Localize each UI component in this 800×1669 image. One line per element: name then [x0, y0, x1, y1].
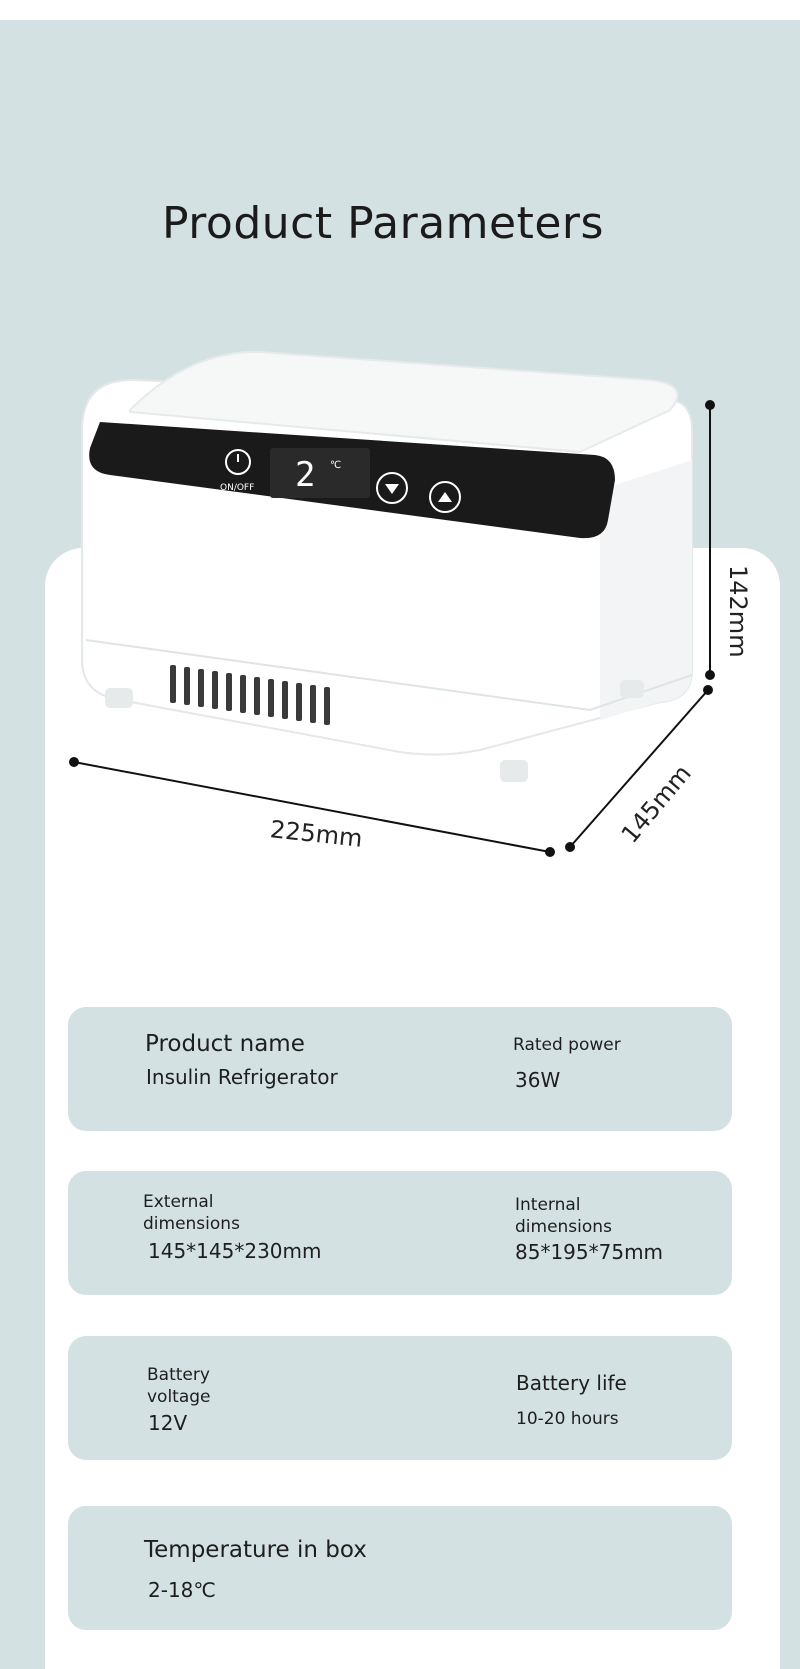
battery-voltage-label-line2: voltage	[147, 1387, 211, 1407]
battery-voltage-label-line1: Battery	[147, 1365, 210, 1385]
height-dimension-label: 142mm	[724, 565, 752, 658]
external-dimensions-value: 145*145*230mm	[148, 1239, 322, 1263]
internal-dimensions-label-line2: dimensions	[515, 1217, 612, 1237]
display-unit: ℃	[330, 460, 341, 471]
temperature-label: Temperature in box	[144, 1537, 367, 1563]
param-card-name-power: Product name Insulin Refrigerator Rated …	[68, 1007, 732, 1131]
rated-power-label: Rated power	[513, 1035, 621, 1055]
power-button[interactable]	[225, 449, 251, 475]
power-label: ON/OFF	[220, 483, 254, 493]
external-dimensions-label-line2: dimensions	[143, 1214, 240, 1234]
rated-power-value: 36W	[515, 1068, 561, 1092]
external-dimensions-label-line1: External	[143, 1192, 214, 1212]
param-card-battery: Battery voltage 12V Battery life 10-20 h…	[68, 1336, 732, 1460]
internal-dimensions-value: 85*195*75mm	[515, 1240, 664, 1264]
down-button[interactable]	[376, 472, 408, 504]
internal-dimensions-label-line1: Internal	[515, 1195, 581, 1215]
display-value: 2	[295, 455, 315, 495]
product-name-value: Insulin Refrigerator	[146, 1065, 338, 1089]
up-arrow-icon	[438, 492, 452, 502]
battery-life-label: Battery life	[516, 1371, 627, 1395]
vent-grille	[170, 665, 330, 725]
param-card-dimensions: External dimensions 145*145*230mm Intern…	[68, 1171, 732, 1295]
up-button[interactable]	[429, 481, 461, 513]
temperature-value: 2-18℃	[148, 1578, 216, 1602]
refrigerator-illustration: ON/OFF 2 ℃	[69, 350, 715, 857]
param-card-temperature: Temperature in box 2-18℃	[68, 1506, 732, 1630]
down-arrow-icon	[385, 484, 399, 494]
page-title: Product Parameters	[162, 198, 604, 249]
battery-voltage-value: 12V	[148, 1411, 188, 1435]
temperature-display	[270, 448, 370, 498]
battery-life-value: 10-20 hours	[516, 1409, 619, 1429]
product-name-label: Product name	[145, 1031, 305, 1057]
dimension-lines	[69, 400, 715, 857]
